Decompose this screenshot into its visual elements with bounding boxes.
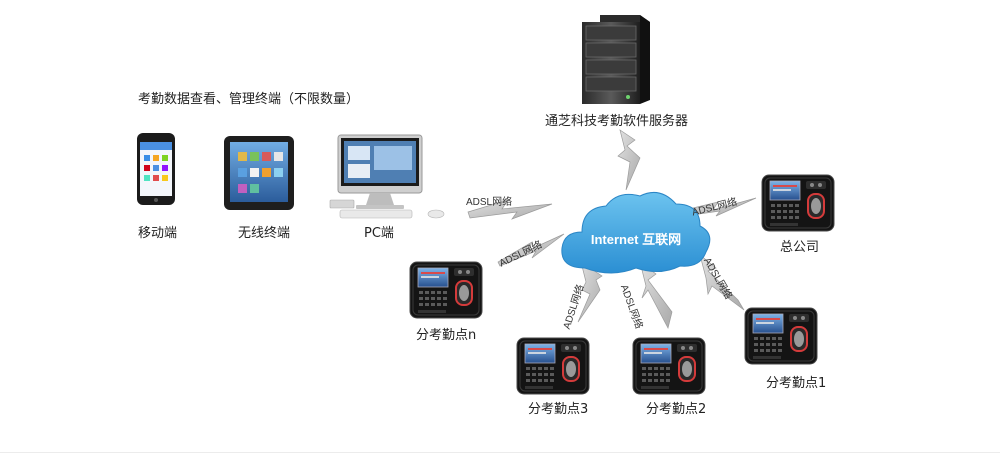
bolt-1-cloud	[699, 254, 745, 311]
lightning-bolts	[467, 129, 757, 329]
device-label-n: 分考勤点n	[416, 328, 477, 343]
bolt-3-cloud	[577, 261, 603, 323]
client-label-pc: PC端	[364, 226, 394, 241]
attendance-terminal-icon	[632, 337, 706, 395]
cloud-label: Internet 互联网	[590, 232, 682, 247]
cloud-icon	[561, 191, 711, 274]
device-label-1: 分考勤点1	[766, 376, 827, 391]
tablet-icon	[224, 136, 294, 210]
client-label-wireless: 无线终端	[238, 226, 291, 241]
device-label-hq: 总公司	[780, 240, 820, 255]
smartphone-icon	[137, 133, 175, 205]
bolt-server-cloud	[617, 129, 641, 191]
device-label-3: 分考勤点3	[528, 402, 589, 417]
attendance-terminal-icon	[409, 261, 483, 319]
device-label-2: 分考勤点2	[646, 402, 707, 417]
bolt-pc-cloud	[467, 199, 553, 220]
client-label-mobile: 移动端	[138, 226, 178, 241]
attendance-terminal-icon	[761, 174, 835, 232]
bottom-divider	[0, 452, 1000, 453]
attendance-terminal-icon	[744, 307, 818, 365]
desktop-computer-icon	[329, 134, 445, 219]
attendance-terminal-icon	[516, 337, 590, 395]
server-label: 通芝科技考勤软件服务器	[545, 114, 689, 129]
bolt-2-cloud	[639, 261, 673, 329]
server-tower-icon	[582, 15, 650, 104]
link-label-pc: ADSL网络	[466, 197, 513, 208]
page-title: 考勤数据查看、管理终端（不限数量）	[138, 92, 360, 107]
bolt-n-cloud	[497, 233, 565, 267]
